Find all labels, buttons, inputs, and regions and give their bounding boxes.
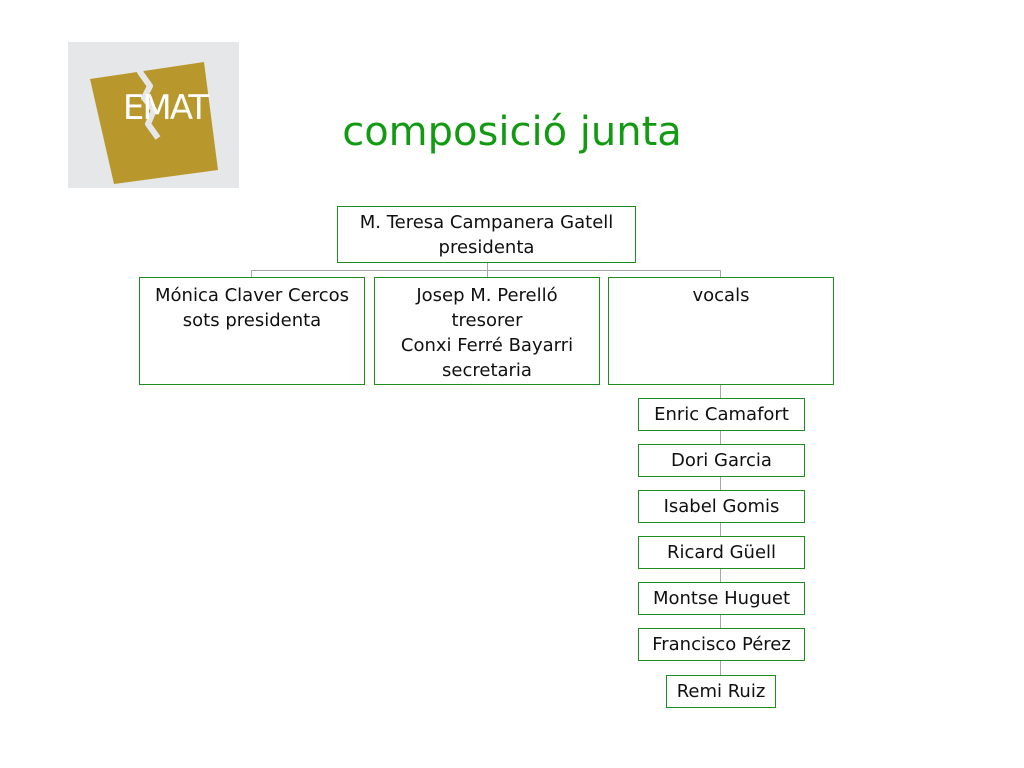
- vocal-member: Isabel Gomis: [638, 490, 805, 523]
- treasurer-role: tresorer: [451, 310, 523, 331]
- vice-president-box: Mónica Claver Cercos sots presidenta: [139, 277, 365, 385]
- vocal-member-name: Remi Ruiz: [676, 681, 766, 702]
- president-box: M. Teresa Campanera Gatell presidenta: [337, 206, 636, 263]
- vocal-member-name: Montse Huguet: [652, 588, 791, 609]
- connector-vocals: [720, 270, 721, 277]
- secretary-name: Conxi Ferré Bayarri: [400, 335, 574, 356]
- vocal-member-name: Francisco Pérez: [652, 634, 791, 655]
- connector-horizontal: [251, 270, 721, 271]
- connector-vice: [251, 270, 252, 277]
- president-role: presidenta: [438, 237, 535, 258]
- vice-president-role: sots presidenta: [182, 310, 322, 331]
- connector-vocals-members: [720, 384, 721, 678]
- vocals-label: vocals: [692, 285, 750, 306]
- vocal-member: Montse Huguet: [638, 582, 805, 615]
- logo-text: EMAT: [122, 88, 209, 128]
- vocal-member-name: Isabel Gomis: [663, 496, 780, 517]
- treasurer-name: Josep M. Perelló: [416, 285, 558, 306]
- vocal-member-name: Enric Camafort: [654, 404, 789, 425]
- vocal-member: Enric Camafort: [638, 398, 805, 431]
- president-name: M. Teresa Campanera Gatell: [359, 212, 614, 233]
- secretary-role: secretaria: [442, 360, 532, 381]
- logo-graphic: [90, 50, 218, 184]
- vocal-member-name: Dori Garcia: [671, 450, 772, 471]
- vocal-member-name: Ricard Güell: [666, 542, 777, 563]
- vice-president-name: Mónica Claver Cercos: [155, 285, 349, 306]
- treasury-box: Josep M. Perelló tresorer Conxi Ferré Ba…: [374, 277, 600, 385]
- page-title: composició junta: [342, 109, 682, 155]
- vocal-member: Francisco Pérez: [638, 628, 805, 661]
- connector-president-down: [487, 262, 488, 270]
- vocal-member: Remi Ruiz: [666, 675, 776, 708]
- connector-treasury: [487, 270, 488, 277]
- vocal-member: Ricard Güell: [638, 536, 805, 569]
- vocals-box: vocals: [608, 277, 834, 385]
- emat-logo: EMAT: [68, 42, 239, 188]
- vocal-member: Dori Garcia: [638, 444, 805, 477]
